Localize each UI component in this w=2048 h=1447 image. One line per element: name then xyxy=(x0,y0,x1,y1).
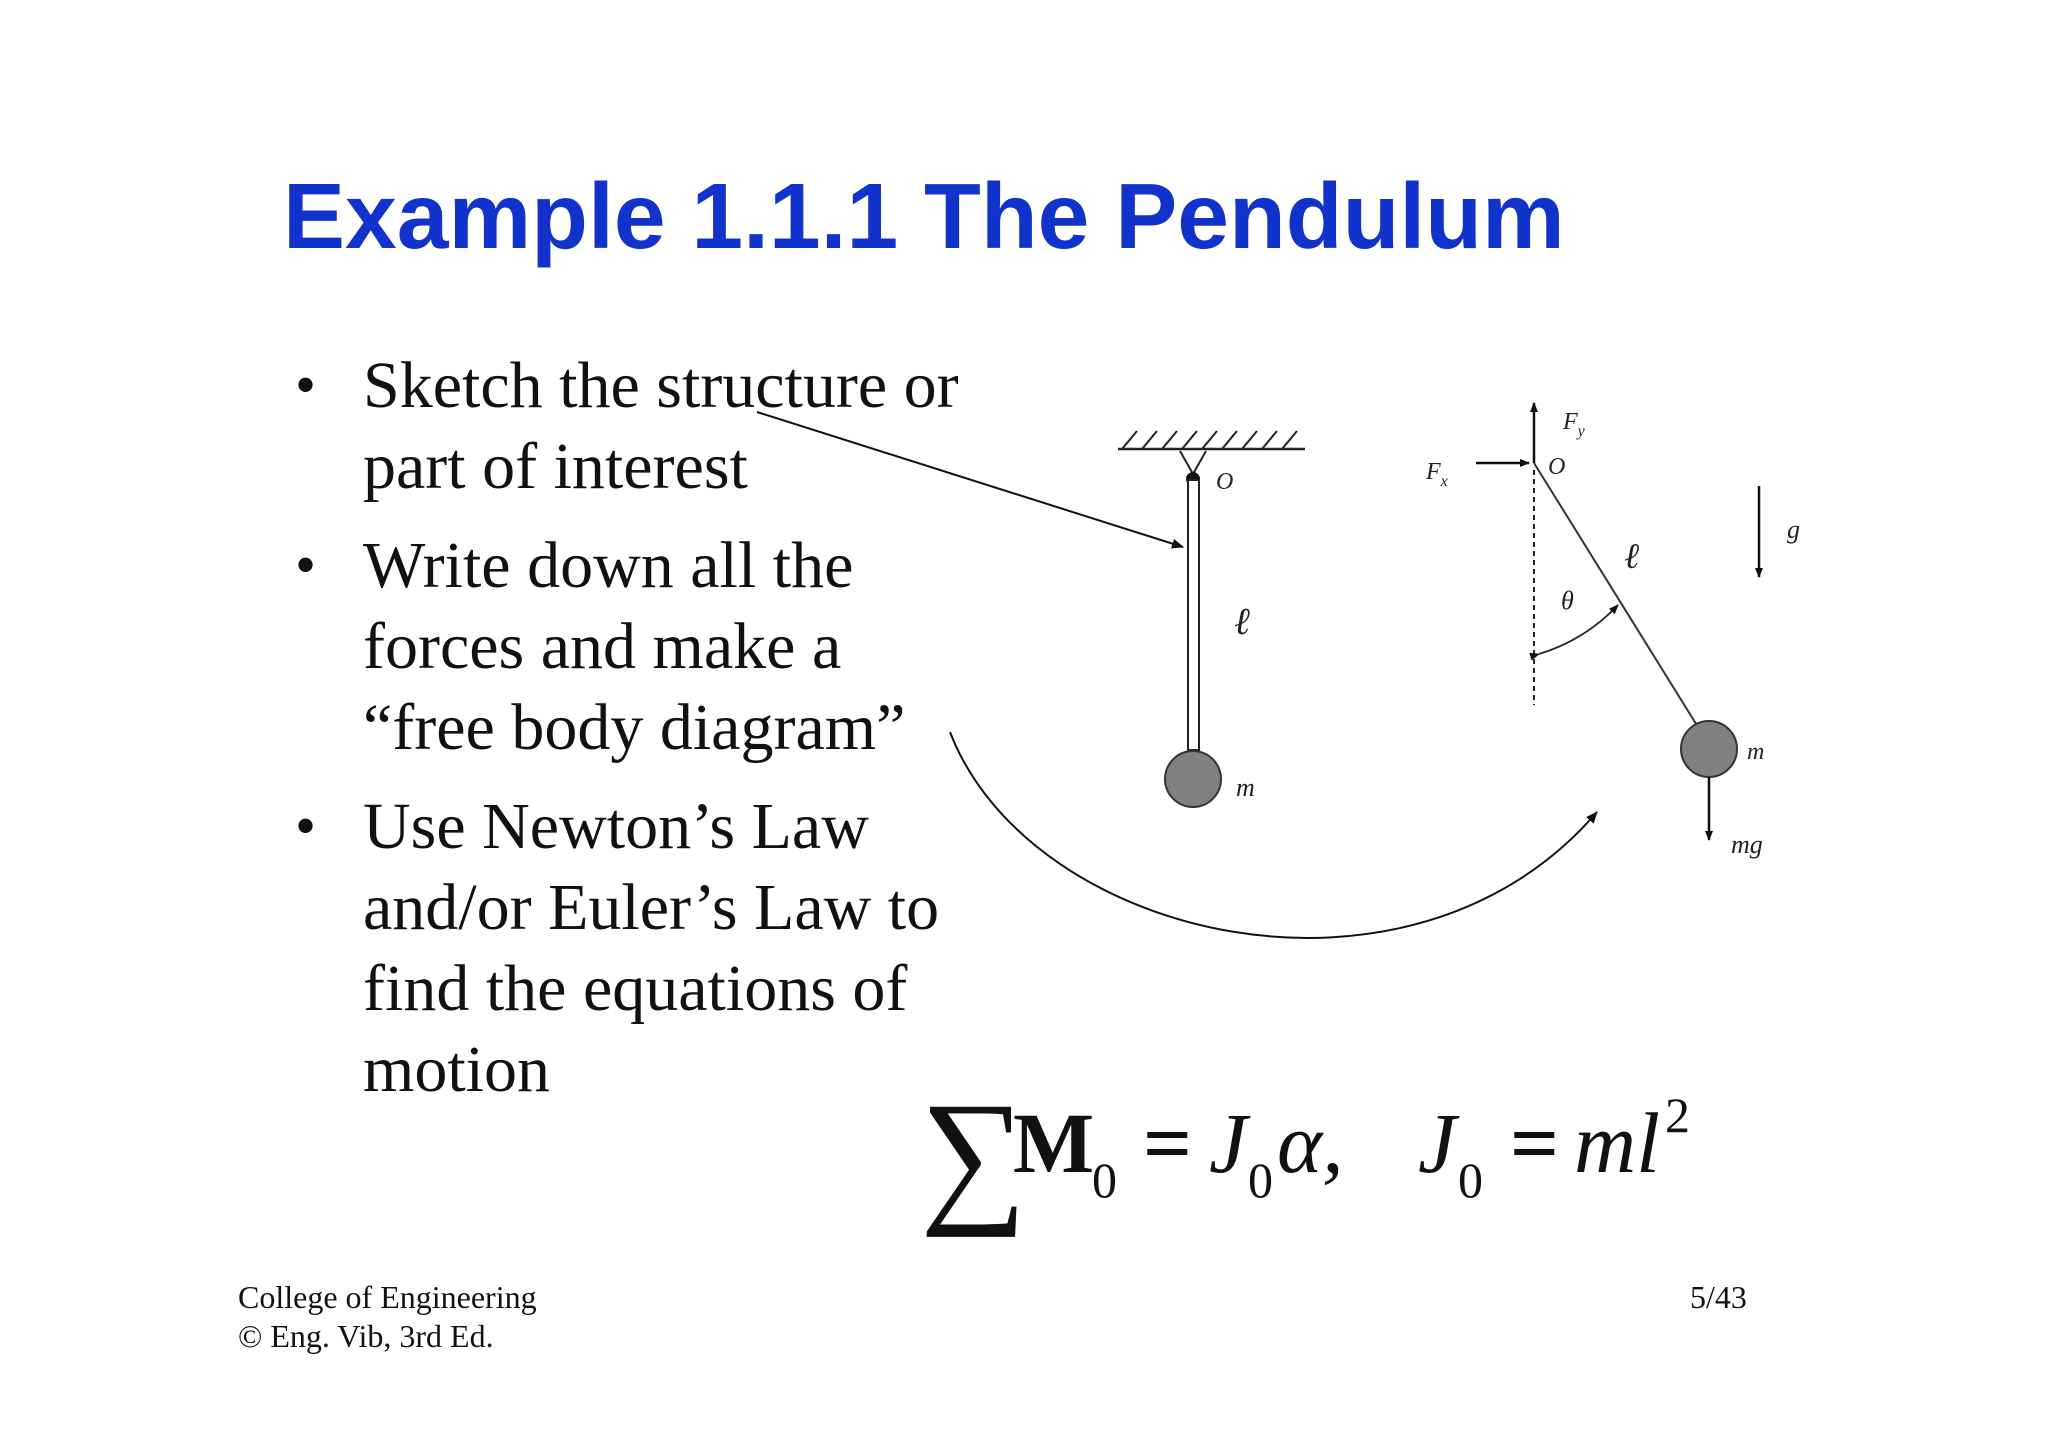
fbd-mass-label: m xyxy=(1747,739,1764,765)
footer-line-college: College of Engineering xyxy=(238,1279,537,1315)
angle-label: θ xyxy=(1561,586,1574,615)
footer-credits: College of Engineering © Eng. Vib, 3rd E… xyxy=(238,1278,537,1356)
sum-symbol: ∑ xyxy=(920,1072,1027,1238)
bullet-item: • Use Newton’s Law and/or Euler’s Law to… xyxy=(295,786,1055,1110)
bullet-marker: • xyxy=(295,532,317,598)
pivot-label: O xyxy=(1216,469,1233,495)
length-label: ℓ xyxy=(1234,601,1250,643)
equals-sign: = xyxy=(1143,1095,1193,1191)
bullet-text-line: find the equations of xyxy=(363,952,908,1025)
bullet-item: • Sketch the structure or part of intere… xyxy=(295,345,1055,507)
fbd-rod xyxy=(1533,462,1699,728)
fy-label: Fy xyxy=(1562,409,1586,440)
mass-label: m xyxy=(1236,773,1255,802)
equals-sign-2: = xyxy=(1510,1095,1560,1191)
inertia-symbol: J xyxy=(1209,1095,1248,1191)
footer-line-copyright: © Eng. Vib, 3rd Ed. xyxy=(238,1318,494,1354)
fx-label: Fx xyxy=(1425,459,1448,490)
bullet-text-line: and/or Euler’s Law to xyxy=(363,871,940,944)
fbd-bob xyxy=(1680,720,1738,778)
pendulum-bob xyxy=(1164,750,1222,808)
ml-term: ml xyxy=(1574,1095,1660,1191)
bullet-marker: • xyxy=(295,352,317,418)
pivot-point xyxy=(1186,472,1200,486)
inertia-subscript-2: 0 xyxy=(1458,1152,1483,1208)
slide-title: Example 1.1.1 The Pendulum xyxy=(283,164,1565,268)
page-number: 5/43 xyxy=(1690,1279,1747,1315)
pendulum-rod xyxy=(1187,479,1200,751)
bullet-text-line: Sketch the structure or xyxy=(363,349,959,422)
angle-arc xyxy=(1529,604,1619,661)
bullet-text-line: motion xyxy=(363,1033,551,1106)
equation-of-motion: ∑ M 0 = J 0 α, J 0 = ml 2 xyxy=(920,1080,1720,1230)
bullet-item: • Write down all the forces and make a “… xyxy=(295,525,1055,768)
moment-subscript: 0 xyxy=(1092,1152,1117,1208)
fbd-length-label: ℓ xyxy=(1624,536,1639,576)
bullet-list: • Sketch the structure or part of intere… xyxy=(295,345,1055,1128)
exponent: 2 xyxy=(1665,1087,1690,1143)
alpha-symbol: α, xyxy=(1277,1095,1344,1191)
bullet-text-line: Use Newton’s Law xyxy=(363,790,869,863)
weight-label: mg xyxy=(1731,830,1763,859)
inertia-symbol-2: J xyxy=(1418,1095,1457,1191)
moment-symbol: M xyxy=(1013,1095,1095,1191)
bullet-text-line: part of interest xyxy=(363,430,748,503)
bullet-marker: • xyxy=(295,793,317,859)
bullet-text-line: Write down all the xyxy=(363,529,854,602)
gravity-label: g xyxy=(1787,515,1800,544)
fbd-pivot-label: O xyxy=(1548,454,1565,480)
ceiling-support xyxy=(1118,430,1305,475)
bullet-text-line: forces and make a xyxy=(363,610,842,683)
inertia-subscript: 0 xyxy=(1248,1152,1273,1208)
bullet-text-line: “free body diagram” xyxy=(363,691,906,764)
